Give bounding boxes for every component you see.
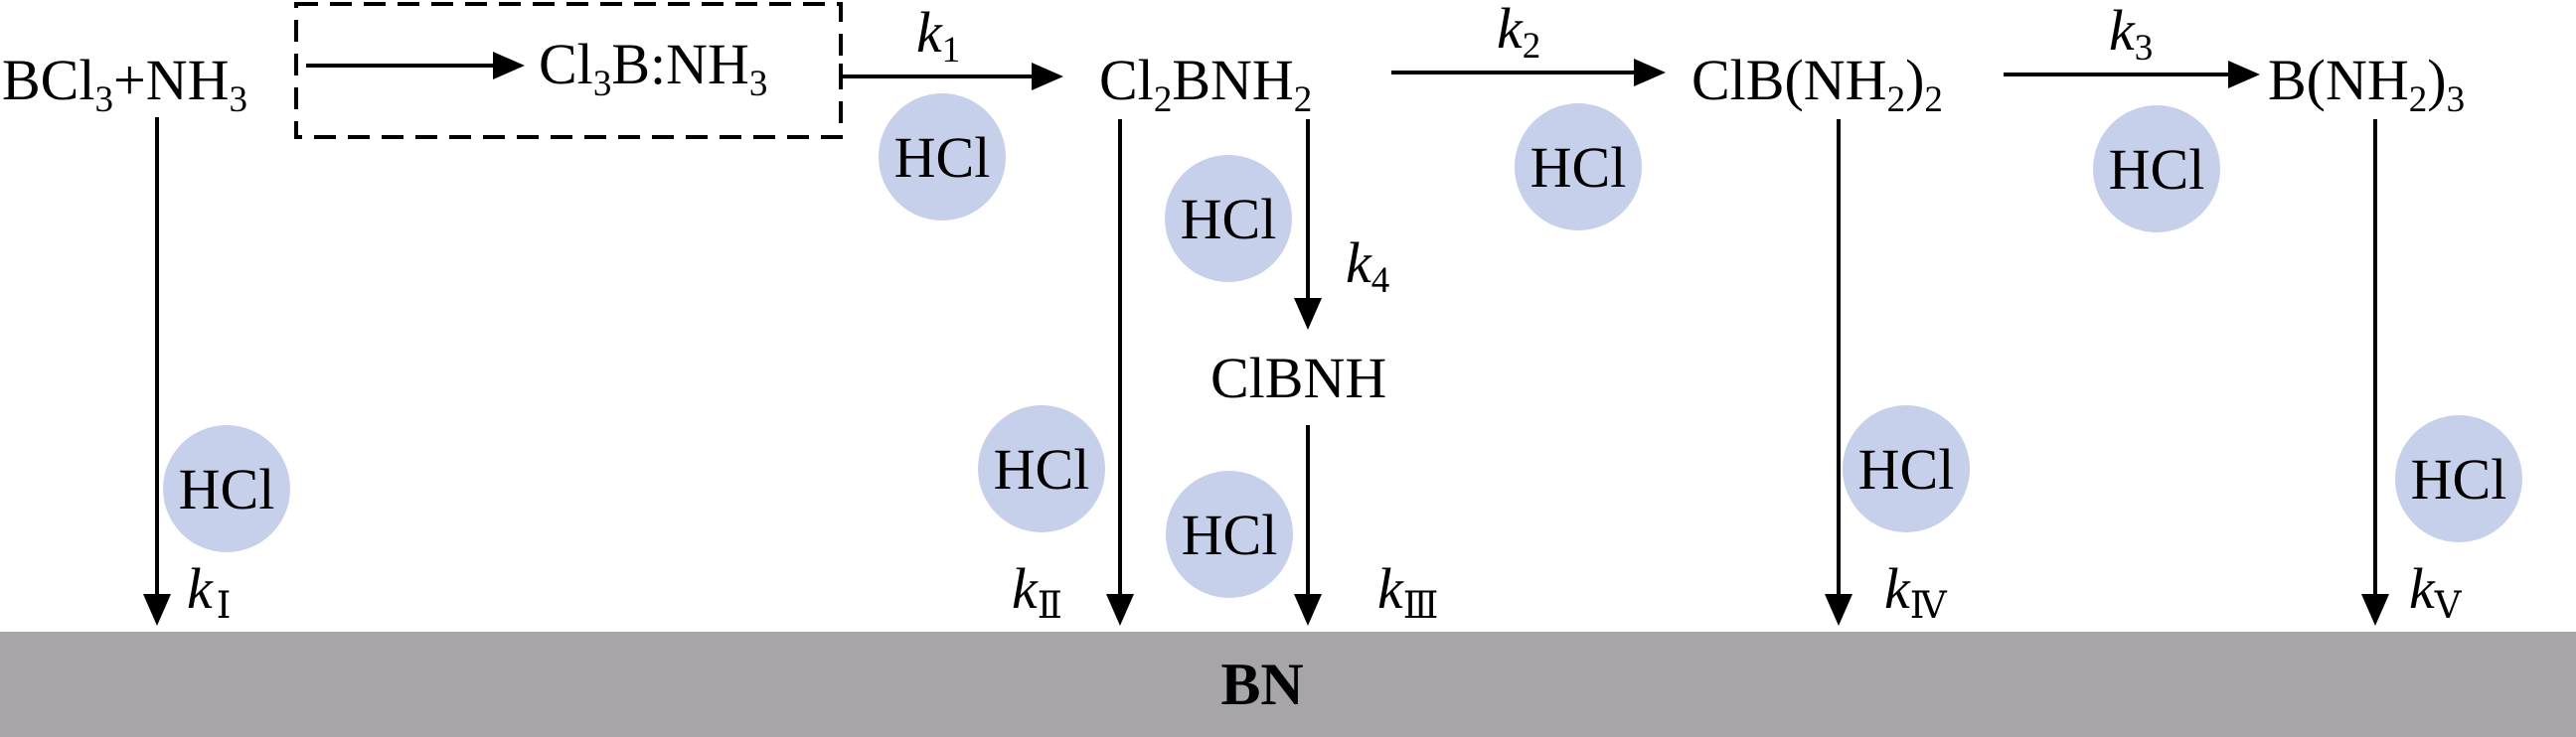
svg-text:HCl: HCl: [2411, 447, 2507, 512]
hcl-bubble-kI: HCl: [163, 425, 290, 552]
bn-label: BN: [1220, 652, 1303, 717]
svg-text:HCl: HCl: [1530, 135, 1627, 200]
arrowhead-bcl3-to-adduct: [493, 52, 525, 79]
arrowhead-kIV: [1825, 594, 1852, 626]
rate-kV: kⅤ: [2409, 556, 2463, 627]
rate-k4: k4: [1346, 230, 1389, 301]
species-cl3b-nh3: Cl3B:NH3: [539, 32, 767, 104]
rate-k1: k1: [916, 0, 960, 71]
svg-text:HCl: HCl: [1858, 437, 1955, 502]
hcl-bubble-kV: HCl: [2395, 415, 2522, 542]
species-clbnh: ClBNH: [1210, 346, 1386, 410]
svg-text:HCl: HCl: [1182, 503, 1278, 567]
rate-k2: k2: [1497, 0, 1540, 67]
hcl-bubble-k4: HCl: [1165, 155, 1292, 282]
arrowhead-kII: [1106, 594, 1134, 626]
rate-kII: kⅡ: [1012, 556, 1062, 627]
species-bcl3-nh3: BCl3+NH3: [2, 48, 247, 120]
bn-substrate: [0, 632, 2576, 737]
rate-kIII: kⅢ: [1377, 556, 1438, 627]
rate-k3: k3: [2109, 0, 2153, 69]
arrowhead-k1: [1032, 63, 1063, 90]
arrowhead-k4: [1294, 298, 1322, 330]
svg-text:HCl: HCl: [179, 457, 275, 521]
arrowhead-kV: [2361, 594, 2389, 626]
hcl-bubble-k2: HCl: [1515, 103, 1642, 230]
svg-text:HCl: HCl: [894, 125, 991, 190]
svg-text:HCl: HCl: [2109, 137, 2205, 202]
arrowhead-kI: [143, 594, 171, 626]
arrowhead-k3: [2228, 61, 2260, 88]
svg-text:HCl: HCl: [994, 437, 1090, 502]
arrowhead-k2: [1634, 59, 1666, 86]
hcl-bubble-k1: HCl: [879, 93, 1006, 221]
species-b-nh2-3: B(NH2)3: [2268, 48, 2465, 120]
hcl-bubble-kII: HCl: [978, 405, 1105, 532]
svg-text:HCl: HCl: [1181, 187, 1277, 251]
hcl-bubble-kIII: HCl: [1166, 471, 1293, 598]
species-cl2bnh2: Cl2BNH2: [1099, 48, 1312, 120]
arrowhead-kIII: [1294, 594, 1322, 626]
hcl-bubble-k3: HCl: [2093, 105, 2220, 232]
hcl-bubble-kIV: HCl: [1843, 405, 1970, 532]
rate-kIV: kⅣ: [1884, 556, 1948, 627]
species-clb-nh2-2: ClB(NH2)2: [1691, 48, 1943, 120]
